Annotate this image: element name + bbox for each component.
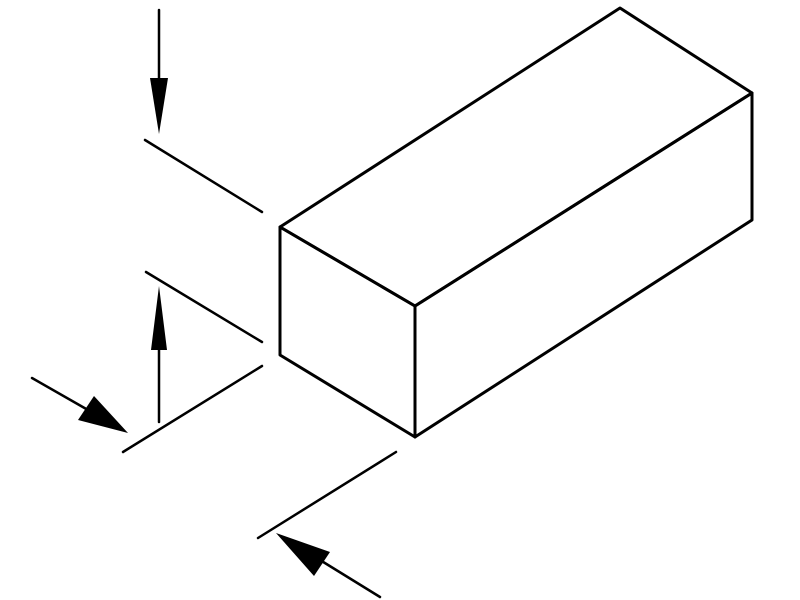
height-top-extension-line	[143, 138, 264, 214]
length-dimension	[256, 450, 398, 599]
width-pointer-arrow-icon	[78, 396, 128, 433]
width-pointer-arrow-shaft	[30, 376, 90, 412]
length-arrow-icon	[276, 533, 330, 576]
block-top-face	[278, 6, 754, 308]
height-dimension	[143, 8, 264, 214]
width-lower-extension-line	[121, 364, 264, 454]
width-dimension	[30, 270, 264, 454]
width-arrow-up-icon	[151, 286, 167, 350]
width-upper-extension-line	[144, 270, 264, 344]
length-arrow-shaft	[318, 558, 382, 599]
length-extension-line	[256, 450, 398, 540]
block-side-face	[413, 91, 754, 439]
rectangular-block	[278, 6, 754, 439]
block-end-face	[278, 225, 417, 439]
height-arrow-down-icon	[150, 78, 168, 134]
